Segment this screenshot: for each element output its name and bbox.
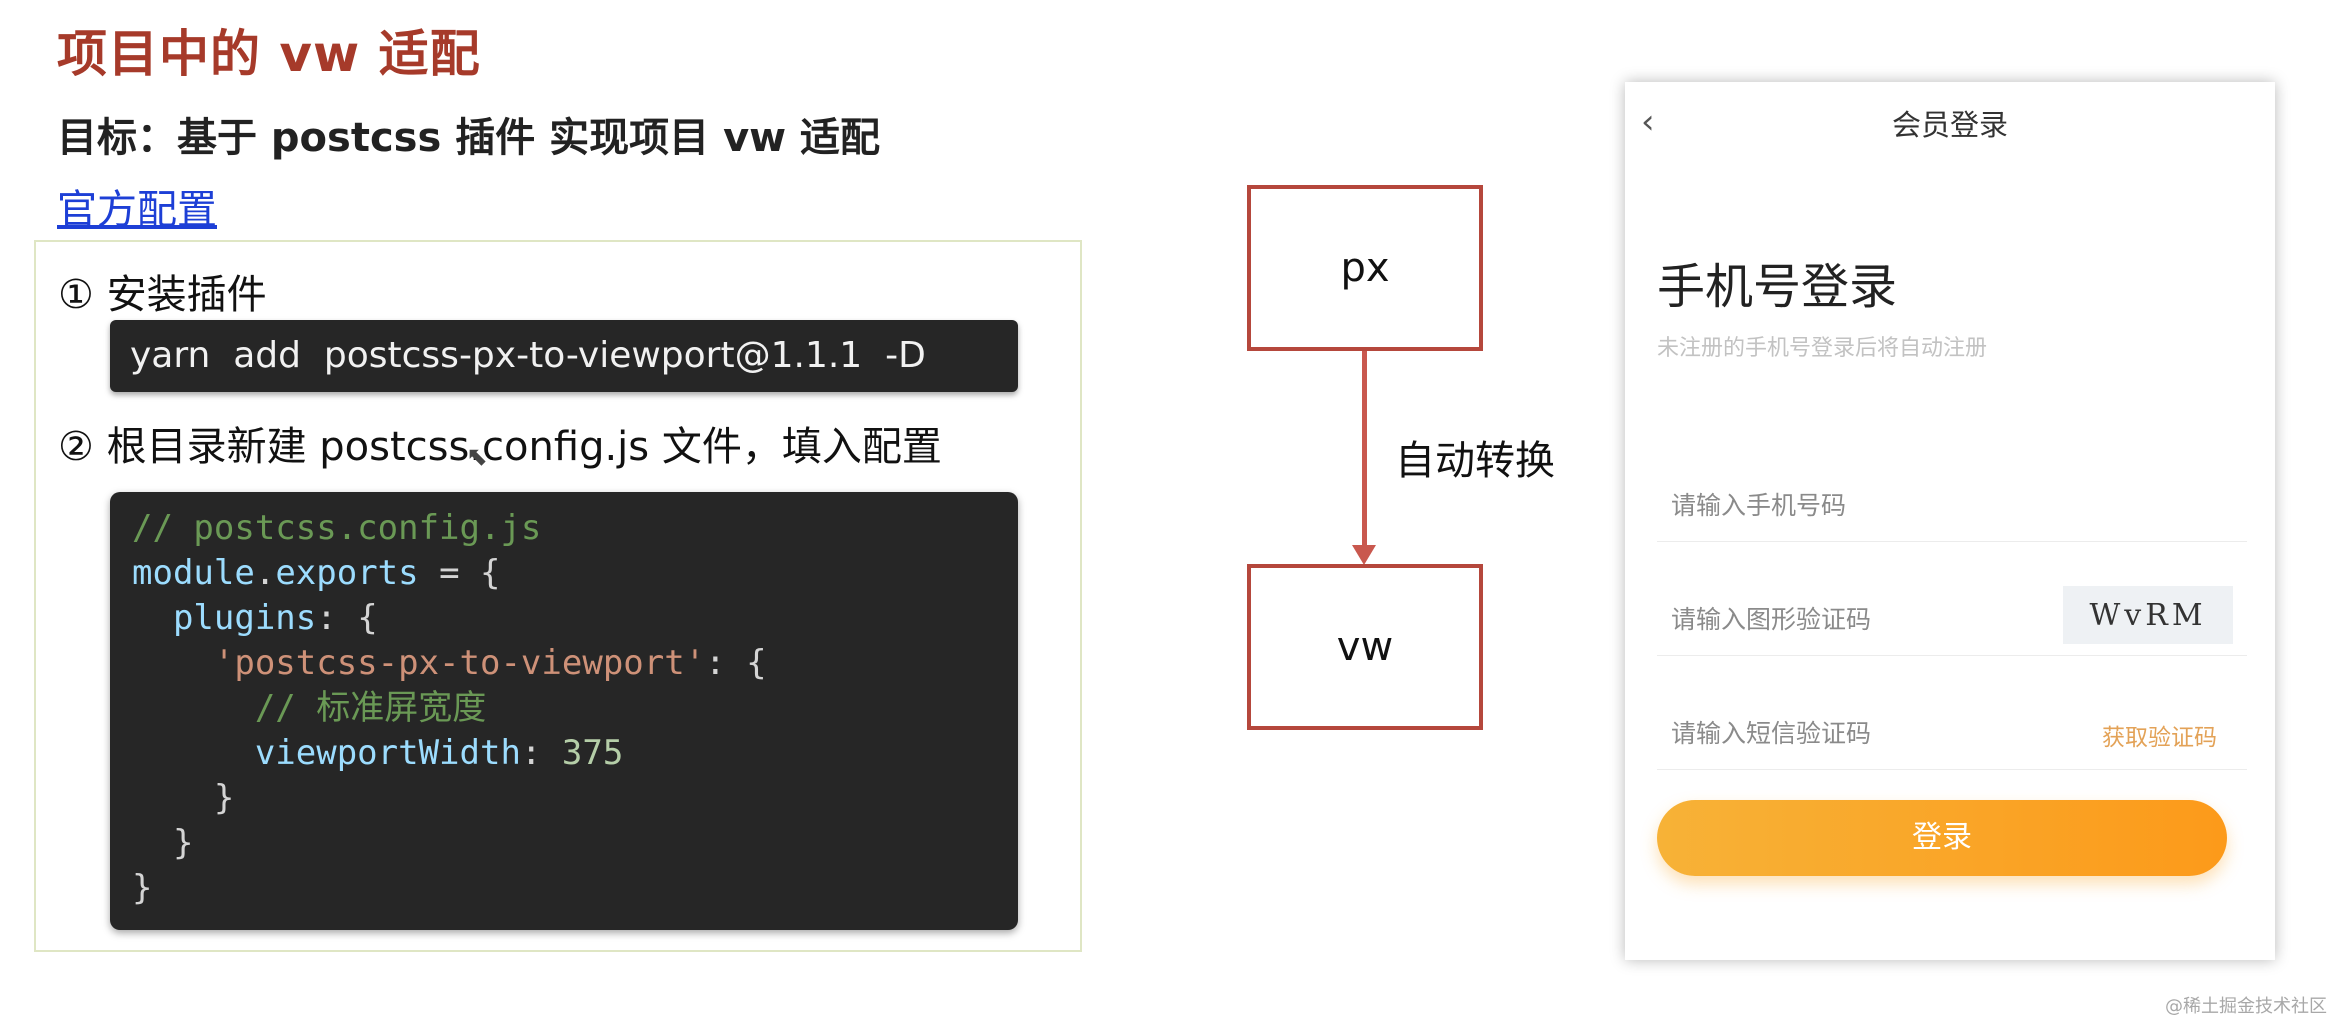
step-install-plugin: ① 安装插件 (58, 272, 267, 318)
slide-subtitle: 目标：基于 postcss 插件 实现项目 vw 适配 (57, 115, 881, 161)
login-button[interactable]: 登录 (1657, 800, 2227, 876)
code-token: } (132, 868, 153, 908)
steps-panel: ① 安装插件 yarn add postcss-px-to-viewport@1… (34, 240, 1082, 952)
code-token: : (520, 733, 562, 773)
diagram-arrow (1362, 351, 1367, 551)
step-create-config: ② 根目录新建 postcss.config.js 文件，填入配置 (58, 424, 942, 470)
phone-number-input[interactable]: 请输入手机号码 (1657, 462, 2247, 542)
code-number: 375 (561, 733, 624, 773)
code-token: module (132, 553, 255, 593)
code-token: plugins (172, 598, 317, 638)
sms-code-input[interactable]: 请输入短信验证码 获取验证码 (1657, 690, 2247, 770)
code-token: exports (275, 553, 419, 593)
install-command-block: yarn add postcss-px-to-viewport@1.1.1 -D (110, 320, 1018, 392)
diagram-px-label: px (1340, 245, 1390, 291)
diagram-vw-label: vw (1336, 624, 1394, 670)
config-code-block: // postcss.config.js module.exports = { … (110, 492, 1018, 930)
captcha-placeholder: 请输入图形验证码 (1671, 605, 1872, 634)
code-token: = { (418, 553, 501, 593)
arrow-down-icon (1352, 545, 1376, 565)
code-token: : { (316, 598, 378, 638)
captcha-input[interactable]: 请输入图形验证码 WvRM (1657, 576, 2247, 656)
code-token: } (172, 823, 194, 863)
diagram-vw-box: vw (1247, 564, 1483, 730)
diagram-arrow-label: 自动转换 (1395, 438, 1555, 484)
code-string: 'postcss-px-to-viewport' (213, 643, 706, 683)
code-comment: // 标准屏宽度 (254, 688, 487, 728)
slide-title: 项目中的 vw 适配 (57, 25, 481, 83)
phone-login-heading: 手机号登录 (1657, 259, 1898, 315)
phone-login-hint: 未注册的手机号登录后将自动注册 (1657, 336, 1988, 361)
code-token: . (254, 553, 276, 593)
phone-login-mockup: ‹ 会员登录 手机号登录 未注册的手机号登录后将自动注册 请输入手机号码 请输入… (1625, 82, 2275, 960)
mouse-cursor-icon: ⬉ (466, 442, 488, 472)
phone-number-placeholder: 请输入手机号码 (1671, 491, 1847, 520)
diagram-px-box: px (1247, 185, 1483, 351)
back-chevron-icon[interactable]: ‹ (1641, 102, 1655, 142)
official-config-link[interactable]: 官方配置 (57, 187, 217, 233)
code-token: viewportWidth (254, 733, 521, 773)
captcha-image[interactable]: WvRM (2063, 586, 2233, 644)
watermark: @稀土掘金技术社区 (2165, 996, 2327, 1017)
code-comment: // postcss.config.js (132, 508, 542, 548)
code-token: } (213, 778, 235, 818)
code-token: : { (705, 643, 767, 683)
get-sms-code-button[interactable]: 获取验证码 (2102, 725, 2217, 751)
phone-page-title: 会员登录 (1891, 108, 2008, 142)
sms-code-placeholder: 请输入短信验证码 (1671, 719, 1872, 748)
